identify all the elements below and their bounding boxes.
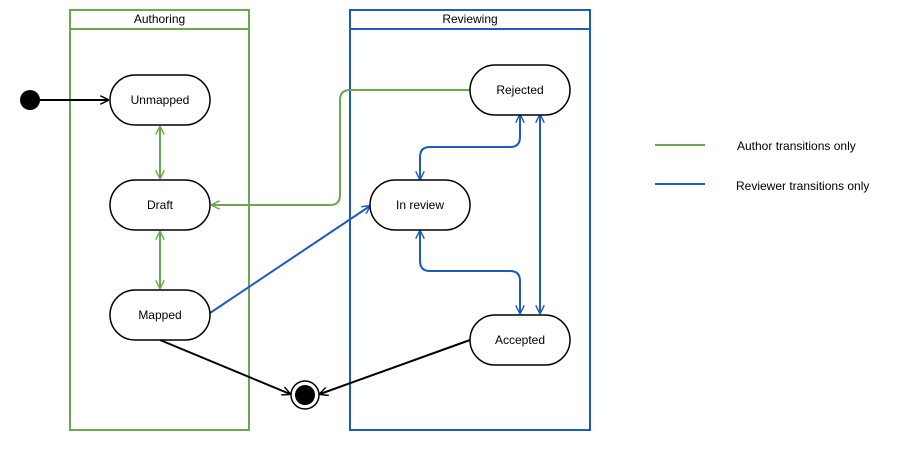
- state-in-review: [369, 179, 471, 231]
- state-rejected: [469, 64, 571, 116]
- state-unmapped: [109, 74, 211, 126]
- legend-author-label: Author transitions only: [737, 139, 856, 153]
- edge-rejected-draft: [212, 89, 470, 205]
- state-unmapped-label: Unmapped: [130, 93, 190, 107]
- state-mapped-label: Mapped: [138, 308, 182, 322]
- state-draft-label: Draft: [146, 198, 173, 212]
- edge-mapped-final: [159, 339, 290, 394]
- state-mapped: [109, 289, 211, 341]
- lane-reviewing-title: Reviewing: [442, 12, 498, 26]
- state-rejected-label: Rejected: [496, 83, 544, 97]
- initial-node: [20, 90, 40, 110]
- state-in-review-label: In review: [395, 198, 445, 212]
- state-accepted: [469, 314, 571, 366]
- edge-inreview-rejected: [420, 115, 520, 179]
- lane-authoring: [69, 9, 250, 431]
- edge-inreview-accepted: [420, 231, 520, 313]
- edge-mapped-inreview: [209, 206, 370, 314]
- final-node: [290, 380, 320, 410]
- lane-authoring-title: Authoring: [133, 12, 186, 26]
- edge-accepted-final: [320, 339, 471, 394]
- legend-reviewer-label: Reviewer transitions only: [736, 179, 870, 193]
- state-draft: [109, 179, 211, 231]
- state-accepted-label: Accepted: [494, 333, 546, 347]
